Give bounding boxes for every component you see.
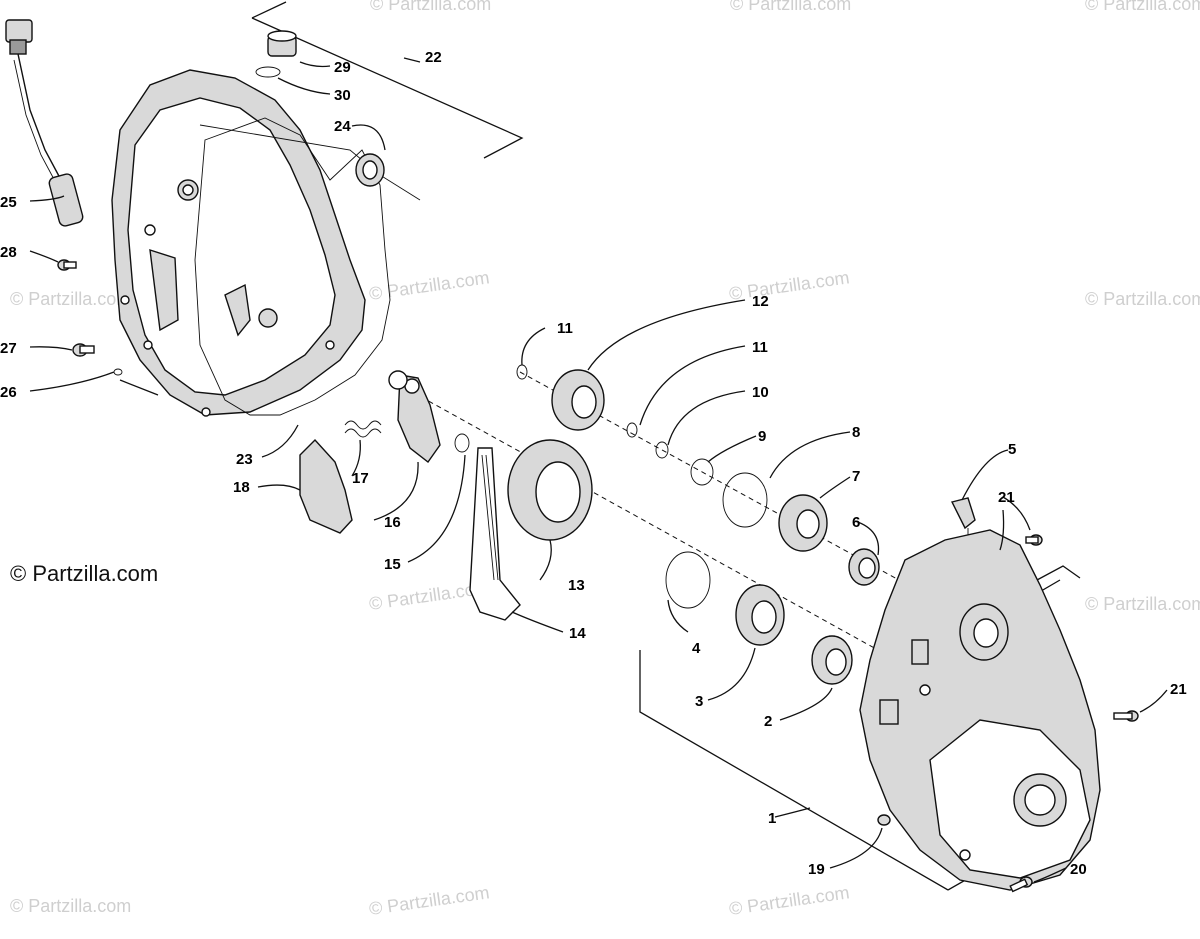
callout-18: 18 [233,479,250,496]
watermark: © Partzilla.com [10,896,131,916]
callout-19: 19 [808,861,825,878]
callout-6: 6 [852,514,860,531]
callout-26: 26 [0,384,17,401]
copyright-credit: © Partzilla.com [10,561,159,586]
callout-22: 22 [425,49,442,66]
washer [113,368,123,376]
watermark: © Partzilla.com [730,0,851,14]
chaincase-housing [859,529,1101,891]
upper-seal [848,548,880,586]
o-ring [255,66,281,78]
lower-sprocket [507,439,593,541]
callout-27: 27 [0,340,17,357]
watermark: © Partzilla.com [1085,0,1200,14]
cover-gasket [194,117,391,416]
cover-screw [57,259,77,271]
callout-29: 29 [334,59,351,76]
speed-sensor [5,19,84,227]
callout-24: 24 [334,118,351,135]
callout-12: 12 [752,293,769,310]
callout-4: 4 [692,640,701,657]
upper-sprocket [551,369,605,431]
watermark: © Partzilla.com [728,267,851,304]
callout-25: 25 [0,194,17,211]
callout-20: 20 [1070,861,1087,878]
watermark: © Partzilla.com [1085,594,1200,614]
watermark: © Partzilla.com [728,882,851,919]
housing-bolt [877,814,891,826]
snap-ring [516,364,528,380]
callout-15: 15 [384,556,401,573]
snap-ring [454,433,470,453]
callout-9: 9 [758,428,766,445]
o-ring [722,472,768,528]
callout-14: 14 [569,625,586,642]
tensioner-pad [299,438,353,534]
callout-21: 21 [998,489,1015,506]
o-ring [665,551,711,609]
callout-17: 17 [352,470,369,487]
chaincase-cover [111,69,421,417]
tensioner-arm [388,370,441,464]
housing-screw [1025,534,1043,546]
washer [690,458,714,486]
upper-bearing [778,494,828,552]
spacer-washer [655,441,669,459]
watermark: © Partzilla.com [10,289,131,309]
callout-11: 11 [752,339,768,356]
leader-lines [29,57,1168,883]
callout-7: 7 [852,468,860,485]
watermark: © Partzilla.com [1085,289,1200,309]
shaft-seal [355,153,385,187]
callout-21: 21 [1170,681,1187,698]
callout-10: 10 [752,384,769,401]
callout-1: 1 [768,810,776,827]
callout-5: 5 [1008,441,1016,458]
callout-13: 13 [568,577,585,594]
cover-bolt [72,343,95,357]
housing-screw [1009,876,1033,893]
tensioner-spring [344,420,382,438]
watermark: © Partzilla.com [368,267,491,304]
callout-30: 30 [334,87,351,104]
vent-fitting [950,497,976,530]
lower-seal [811,635,853,685]
callout-3: 3 [695,693,703,710]
callout-23: 23 [236,451,253,468]
housing-screw [1113,710,1139,722]
callout-8: 8 [852,424,860,441]
snap-ring [626,422,638,438]
callout-2: 2 [764,713,772,730]
callout-16: 16 [384,514,401,531]
callout-28: 28 [0,244,17,261]
watermark: © Partzilla.com [368,882,491,919]
watermark: © Partzilla.com [370,0,491,14]
lower-bearing [735,584,785,646]
callout-labels: 1 2 3 4 5 6 7 8 9 10 11 11 12 13 14 15 1… [0,49,1187,878]
callout-11: 11 [557,320,573,337]
vent-plug [267,30,297,57]
